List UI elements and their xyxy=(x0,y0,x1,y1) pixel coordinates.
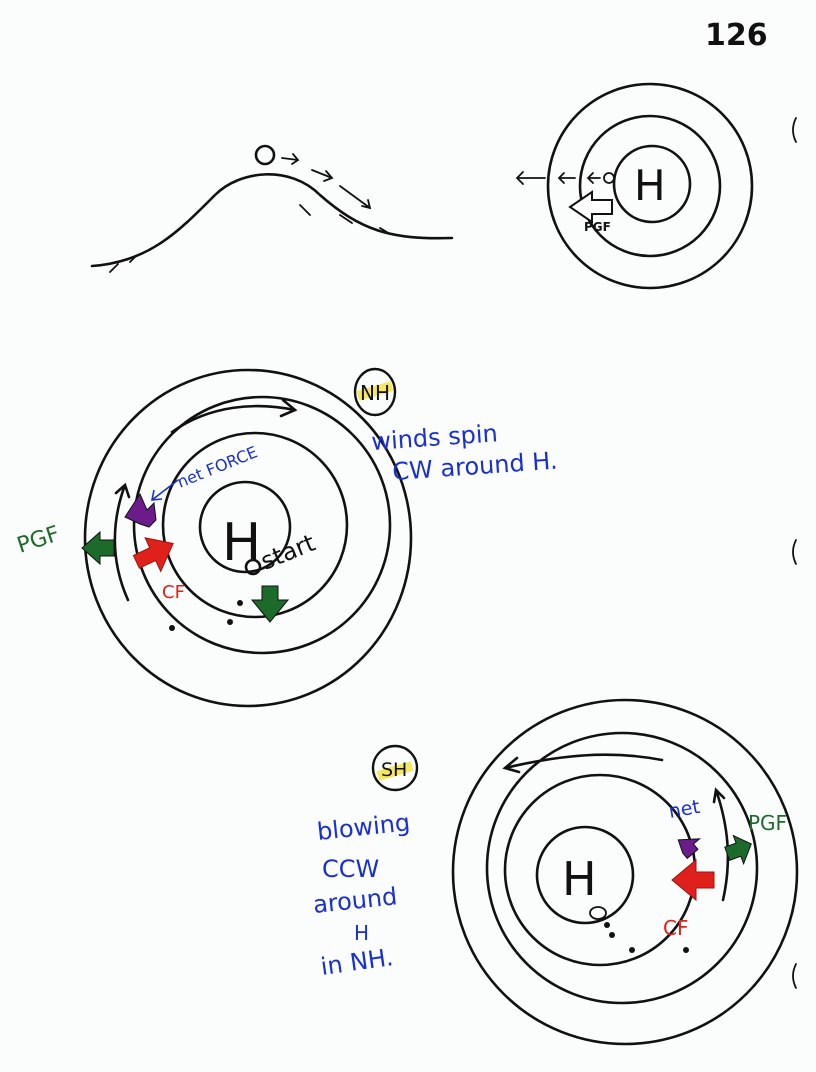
pgf-arrow-icon xyxy=(81,530,115,566)
sh-diagram: H SH blowing CCW around H in NH. net PGF… xyxy=(312,698,799,1046)
page-number: 126 xyxy=(705,18,768,53)
nh-note-line1: winds spin xyxy=(370,419,498,456)
cf-arrow-icon xyxy=(671,858,715,902)
pgf-arrow-icon xyxy=(724,834,752,866)
page-hole-mark xyxy=(792,539,797,565)
nh-label: NH xyxy=(360,381,390,405)
curved-wind-arrow xyxy=(712,787,730,902)
page-hole-mark xyxy=(792,963,797,989)
sh-note-line: around xyxy=(312,882,399,919)
sh-high-label: H xyxy=(562,852,597,906)
sh-label: SH xyxy=(381,759,407,781)
highlight xyxy=(356,381,394,401)
net-force-arrow-icon xyxy=(124,492,157,528)
ball-icon xyxy=(254,144,276,166)
high-label: H xyxy=(634,161,666,210)
nh-diagram: H start NH winds spin CW around H. net F… xyxy=(14,367,558,708)
net-force-label: net FORCE xyxy=(174,442,260,491)
nh-high-label: H xyxy=(222,513,261,573)
pgf-arrow-icon xyxy=(568,190,613,224)
net-label: net xyxy=(667,796,702,823)
sh-note-line: in NH. xyxy=(319,943,395,981)
pgf-label: PGF xyxy=(748,811,787,835)
outflow-arrows xyxy=(515,171,601,185)
wind-direction-arrow xyxy=(502,753,664,774)
cf-arrow-icon xyxy=(132,537,174,573)
top-high-diagram: H PGF xyxy=(515,82,754,290)
sh-note-line: H xyxy=(354,921,369,945)
sh-note-line: blowing xyxy=(316,808,412,846)
pgf-label: PGF xyxy=(14,522,63,559)
start-pgf-arrow-icon xyxy=(250,585,290,623)
cf-label: CF xyxy=(162,582,185,603)
rolling-arrows xyxy=(281,153,372,210)
page-hole-mark xyxy=(792,117,797,143)
cf-label: CF xyxy=(663,916,688,940)
wind-direction-arrow xyxy=(170,398,298,434)
net-force-arrow-icon xyxy=(677,838,702,860)
highlight xyxy=(376,761,414,781)
sh-note-line: CCW xyxy=(322,855,379,883)
pgf-label: PGF xyxy=(584,220,611,234)
curved-wind-arrow xyxy=(113,482,131,602)
hill-diagram xyxy=(90,144,454,273)
